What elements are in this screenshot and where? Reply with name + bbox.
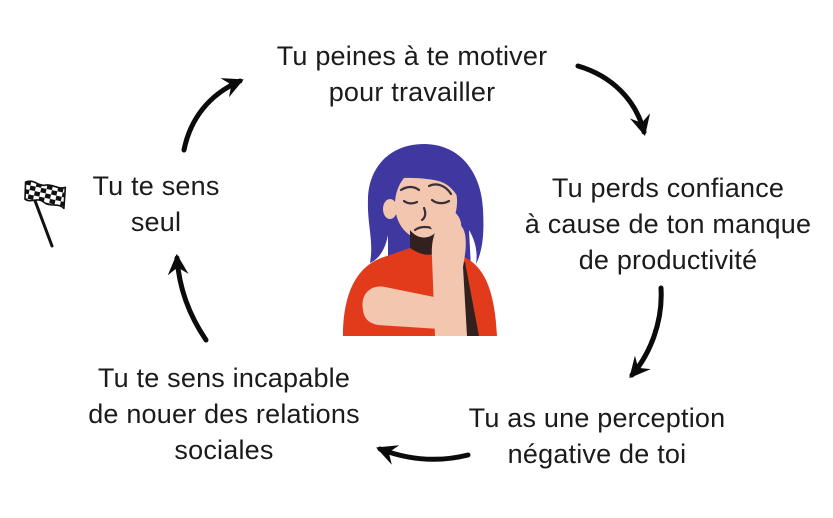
checkered-flag-icon [24, 180, 67, 248]
forearm-vertical [431, 220, 467, 336]
cycle-step-line: de productivité [578, 245, 758, 275]
arrow-left-to-top [181, 78, 244, 153]
cycle-step-line: sociales [174, 435, 274, 465]
cycle-step-line: Tu peines à te motiver [276, 41, 548, 71]
hair-side-strand [452, 174, 475, 224]
cycle-step-line: Tu perds confiance [551, 173, 785, 203]
eyebrow-right [427, 183, 453, 196]
hand-on-cheek [428, 208, 462, 239]
cycle-step-line: négative de toi [507, 439, 687, 469]
neck-shadow [410, 230, 438, 258]
cycle-step-line: Tu te sens [92, 171, 220, 201]
hair-bangs [393, 160, 465, 206]
nose [420, 206, 427, 222]
cycle-step-left: Tu te sens seul [66, 168, 246, 240]
cycle-step-line: pour travailler [328, 77, 496, 107]
cycle-step-line: seul [130, 207, 182, 237]
eye-left-closed [402, 199, 419, 205]
arrow-right-to-bottom-right [629, 285, 664, 379]
cycle-step-line: Tu as une perception [468, 403, 726, 433]
cycle-step-line: à cause de ton manque [524, 209, 812, 239]
cycle-step-bottom-right: Tu as une perception négative de toi [447, 400, 747, 472]
sad-person-illustration [343, 144, 497, 336]
cycle-step-top: Tu peines à te motiver pour travailler [262, 38, 562, 110]
eyebrow-left [399, 185, 421, 192]
ear [383, 199, 397, 219]
flag-cloth [24, 180, 67, 210]
cycle-step-line: Tu te sens incapable [97, 363, 351, 393]
arrow-bottom-left-to-left [167, 253, 209, 343]
arrow-top-to-right [575, 63, 651, 137]
cycle-step-line: de nouer des relations [88, 399, 360, 429]
cycle-step-right: Tu perds confiance à cause de ton manque… [518, 170, 818, 278]
face-features [399, 183, 453, 232]
cycle-step-bottom-left: Tu te sens incapable de nouer des relati… [74, 360, 374, 468]
eye-right-closed [430, 198, 451, 205]
